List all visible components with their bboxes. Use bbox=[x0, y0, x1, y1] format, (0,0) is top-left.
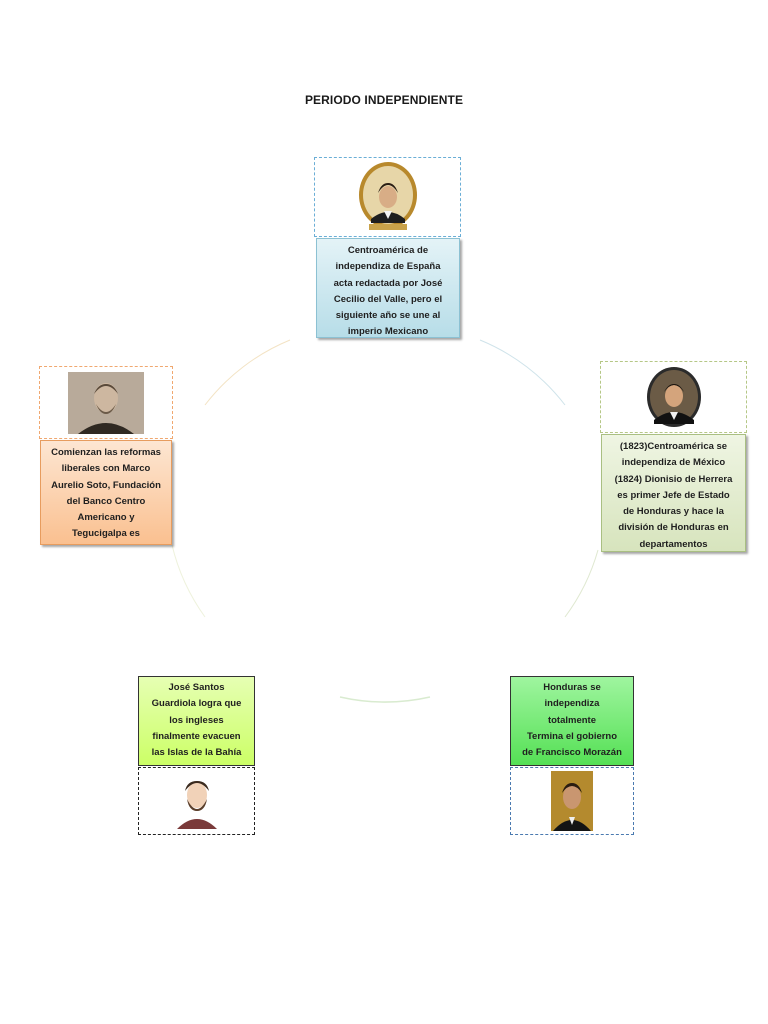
node-bottom-left-textbox: José Santos Guardiola logra que los ingl… bbox=[138, 676, 255, 766]
portrait-oval-icon bbox=[646, 367, 701, 427]
node-bottom-left-line: los ingleses bbox=[169, 714, 224, 726]
node-top-photo-frame bbox=[314, 157, 461, 237]
node-top-line: acta redactada por José bbox=[333, 277, 443, 289]
node-right-line: departamentos bbox=[639, 538, 708, 550]
node-top-line: siguiente año se une al bbox=[335, 310, 441, 322]
node-left-line: del Banco Centro bbox=[66, 495, 146, 507]
node-right-photo-frame bbox=[600, 361, 747, 433]
node-right-line: división de Honduras en bbox=[618, 522, 729, 534]
page-title: PERIODO INDEPENDIENTE bbox=[304, 93, 464, 107]
node-left-line: Comienzan las reformas bbox=[51, 447, 161, 458]
node-bottom-left-line: finalmente evacuen bbox=[152, 730, 241, 742]
node-left-line: Tegucigalpa es bbox=[72, 528, 140, 540]
node-bottom-right-line: totalmente bbox=[547, 714, 597, 726]
node-top-textbox: Centroamérica de independiza de España a… bbox=[316, 238, 460, 338]
node-bottom-right-line: Honduras se bbox=[543, 682, 601, 693]
node-bottom-right-textbox: Honduras se independiza totalmente Termi… bbox=[510, 676, 634, 766]
node-top-line: imperio Mexicano bbox=[347, 326, 429, 338]
node-left-photo-frame bbox=[39, 366, 173, 439]
node-bottom-left-line: José Santos bbox=[168, 682, 225, 693]
node-bottom-left-line: Guardiola logra que bbox=[151, 698, 242, 710]
node-right-line: es primer Jefe de Estado bbox=[617, 489, 730, 501]
node-bottom-left-photo-frame bbox=[138, 767, 255, 835]
node-bottom-right-line: independiza bbox=[544, 698, 600, 710]
node-top-line: independiza de España bbox=[335, 261, 441, 273]
node-left-line: Americano y bbox=[77, 512, 135, 524]
portrait-drawing-icon bbox=[176, 781, 217, 829]
node-right-line: (1824) Dionisio de Herrera bbox=[614, 473, 733, 485]
node-bottom-right-line: Termina el gobierno bbox=[526, 730, 618, 742]
node-right-line: (1823)Centroamérica se bbox=[619, 441, 728, 452]
portrait-oval-icon bbox=[358, 162, 417, 230]
node-right-line: de Honduras y hace la bbox=[623, 506, 724, 518]
node-top-line: Centroamérica de bbox=[347, 245, 429, 256]
node-bottom-right-photo-frame bbox=[510, 767, 634, 835]
portrait-painting-icon bbox=[551, 771, 593, 831]
node-top-line: Cecilio del Valle, pero el bbox=[333, 293, 443, 305]
node-right-textbox: (1823)Centroamérica se independiza de Mé… bbox=[601, 434, 746, 552]
node-bottom-right-line: de Francisco Morazán bbox=[522, 747, 622, 759]
portrait-photo-icon bbox=[68, 371, 144, 434]
node-left-textbox: Comienzan las reformas liberales con Mar… bbox=[40, 440, 172, 545]
node-left-line: liberales con Marco bbox=[61, 463, 151, 475]
node-left-line: Aurelio Soto, Fundación bbox=[51, 479, 161, 491]
node-bottom-left-line: las Islas de la Bahía bbox=[151, 747, 242, 759]
node-right-line: independiza de México bbox=[621, 457, 726, 469]
